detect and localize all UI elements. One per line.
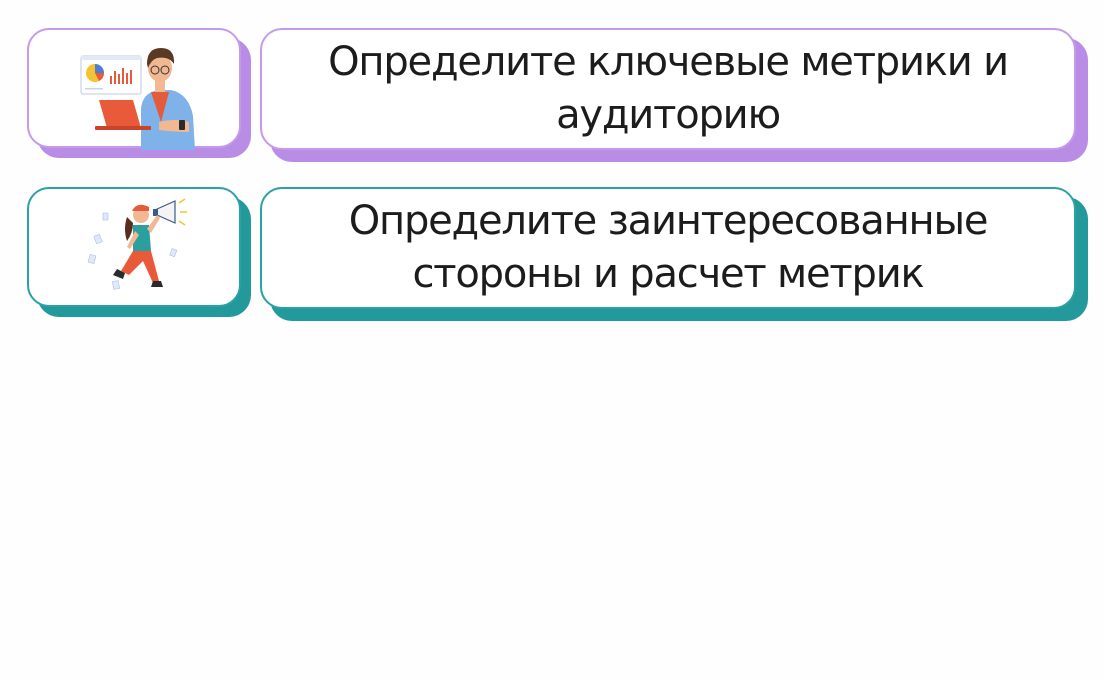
step-text: Определите заинтересованные стороны и ра… xyxy=(348,198,989,297)
step-text-card: Определите ключевые метрики и аудиторию xyxy=(260,28,1076,150)
step-text: Определите ключевые метрики и аудиторию xyxy=(328,39,1009,138)
icon-card xyxy=(27,187,241,307)
megaphone-runner-illustration-icon xyxy=(87,198,187,290)
step-row-1: Определите ключевые метрики и аудиторию xyxy=(0,26,1105,166)
analyst-illustration-icon xyxy=(80,48,195,150)
icon-card xyxy=(27,28,241,150)
step-text-card: Определите заинтересованные стороны и ра… xyxy=(260,187,1076,309)
step-row-2: Определите заинтересованные стороны и ра… xyxy=(0,185,1105,325)
